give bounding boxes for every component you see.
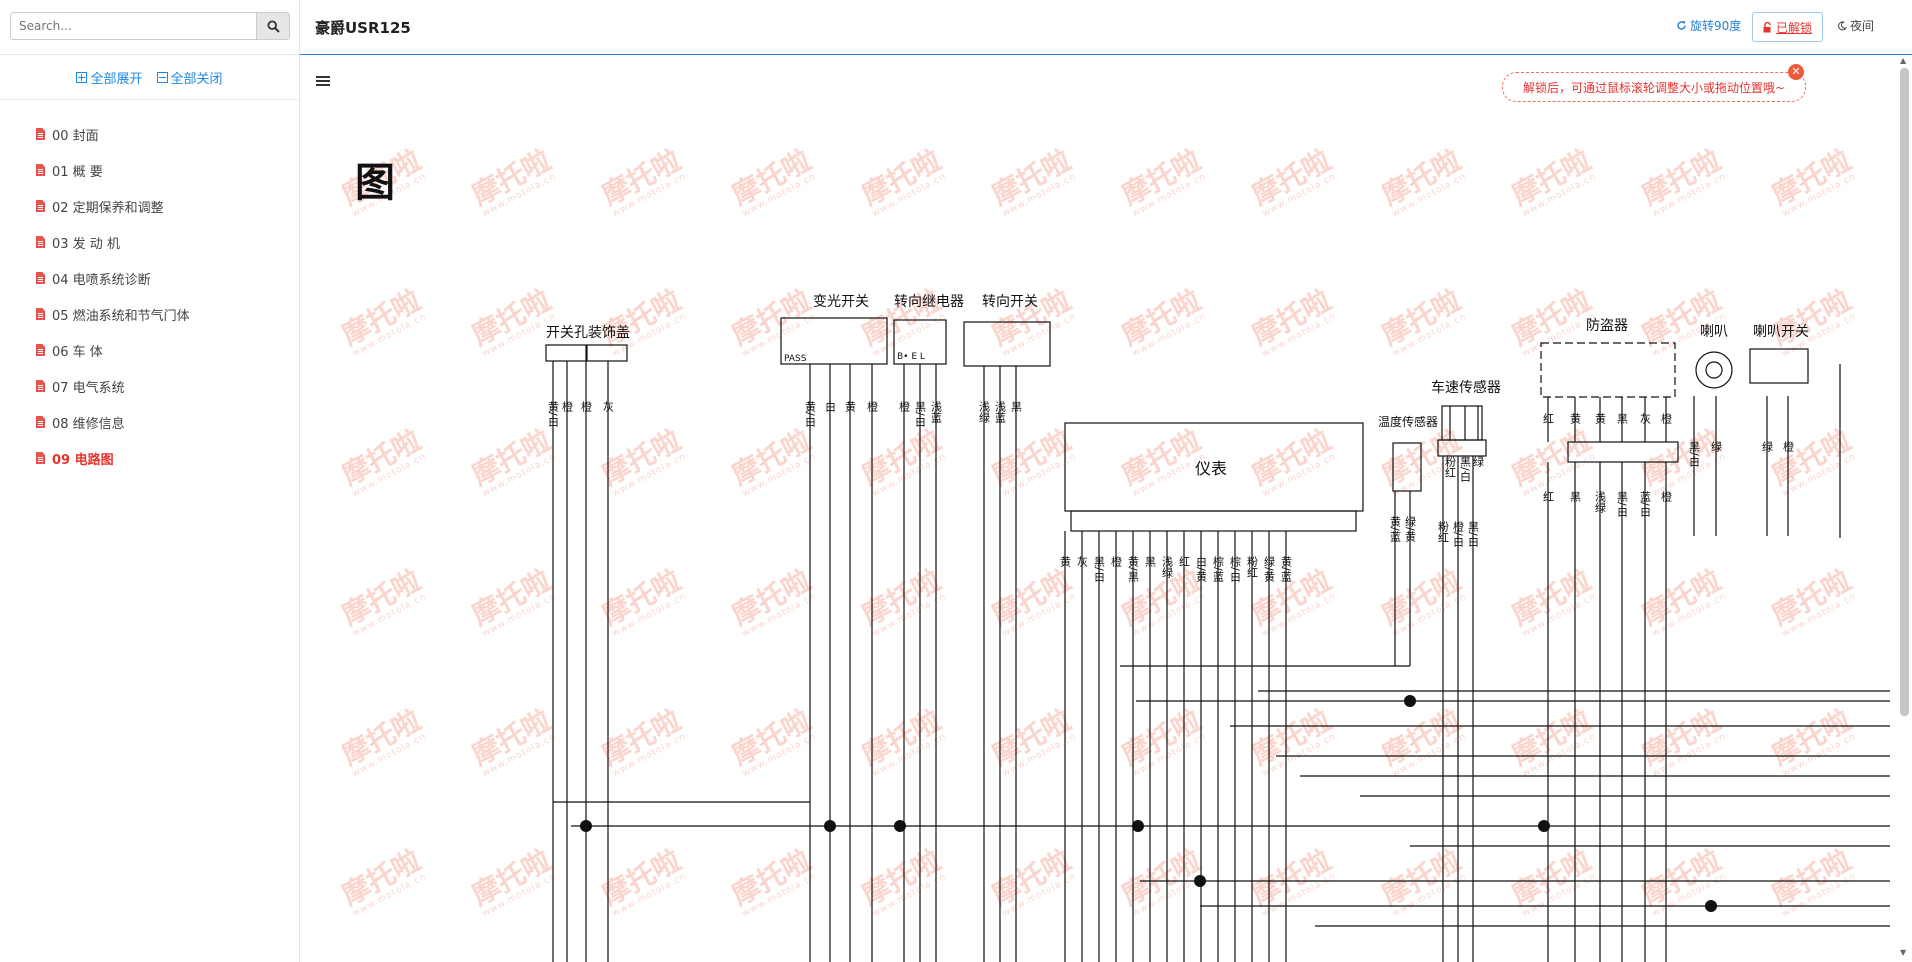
temp-sensor-label: 温度传感器 — [1378, 414, 1438, 429]
pdf-file-icon — [36, 272, 45, 284]
horn-label: 喇叭 — [1700, 324, 1728, 340]
sidebar-item-label: 05 燃油系统和节气门体 — [52, 308, 190, 324]
pdf-file-icon — [36, 200, 45, 212]
junction-node — [1404, 695, 1416, 707]
viewer-header: 豪爵USR125 旋转90度 已解锁 夜间 — [300, 0, 1912, 55]
pdf-file-icon — [36, 308, 45, 320]
expand-all-button[interactable]: 全部展开 — [76, 68, 143, 87]
junction-node — [894, 820, 906, 832]
sidebar-item-02[interactable]: 02 定期保养和调整 — [36, 188, 190, 224]
scroll-down-arrow-icon[interactable]: ▼ — [1900, 948, 1907, 957]
wire-color-label: 黑/白 — [1459, 456, 1472, 482]
gauge-label: 仪表 — [1195, 459, 1227, 478]
relay-pins-label: B• E L — [897, 352, 925, 362]
collapse-all-button[interactable]: 全部关闭 — [156, 68, 223, 87]
pdf-file-icon — [36, 380, 45, 392]
sidebar-item-label: 02 定期保养和调整 — [52, 200, 164, 216]
wire-color-label: 粉红 — [1444, 456, 1457, 478]
rotate-button[interactable]: 旋转90度 — [1676, 17, 1741, 34]
moon-icon — [1838, 20, 1847, 30]
junction-node — [1538, 820, 1550, 832]
minus-square-icon — [156, 71, 168, 83]
pdf-file-icon — [36, 164, 45, 176]
night-mode-button[interactable]: 夜间 — [1837, 17, 1874, 34]
turn-switch-label: 转向开关 — [982, 294, 1038, 310]
search-icon — [266, 19, 280, 33]
unlock-icon — [1763, 21, 1771, 32]
sidebar: 全部展开 全部关闭 00 封面 01 概 要 02 定期保养和调整 03 发 动… — [0, 0, 300, 962]
sidebar-item-08[interactable]: 08 维修信息 — [36, 404, 190, 440]
sidebar-item-label: 06 车 体 — [52, 344, 103, 360]
alarm-label: 防盗器 — [1586, 318, 1628, 334]
junction-node — [1132, 820, 1144, 832]
vertical-scrollbar[interactable] — [1900, 68, 1909, 716]
pdf-file-icon — [36, 128, 45, 140]
sidebar-item-01[interactable]: 01 概 要 — [36, 152, 190, 188]
sidebar-item-label: 07 电气系统 — [52, 380, 125, 396]
speed-sensor-label: 车速传感器 — [1431, 379, 1501, 396]
sidebar-item-label: 08 维修信息 — [52, 416, 125, 432]
horn-switch-label: 喇叭开关 — [1753, 324, 1809, 340]
sidebar-item-label: 04 电喷系统诊断 — [52, 272, 151, 288]
page-heading: 图 — [355, 160, 395, 206]
switch-cover-label: 开关孔装饰盖 — [546, 325, 630, 341]
menu-toggle-icon[interactable] — [316, 76, 330, 88]
search-button[interactable] — [256, 12, 290, 40]
sidebar-item-04[interactable]: 04 电喷系统诊断 — [36, 260, 190, 296]
unlock-tooltip: 解锁后，可通过鼠标滚轮调整大小或拖动位置哦~ — [1502, 72, 1806, 102]
scroll-up-arrow-icon[interactable]: ▲ — [1900, 56, 1907, 65]
search-input[interactable] — [10, 12, 256, 40]
junction-node — [580, 820, 592, 832]
expand-all-label: 全部展开 — [90, 71, 143, 87]
wire-color-label: 绿 — [1472, 455, 1485, 467]
sidebar-item-00[interactable]: 00 封面 — [36, 116, 190, 152]
unlock-button[interactable]: 已解锁 — [1752, 12, 1823, 42]
turn-relay-label: 转向继电器 — [894, 294, 964, 310]
search-box — [10, 12, 290, 42]
rotate-label: 旋转90度 — [1690, 19, 1742, 33]
sidebar-item-03[interactable]: 03 发 动 机 — [36, 224, 190, 260]
pdf-file-icon — [36, 416, 45, 428]
collapse-all-label: 全部关闭 — [170, 71, 223, 87]
sidebar-item-05[interactable]: 05 燃油系统和节气门体 — [36, 296, 190, 332]
pdf-file-icon — [36, 236, 45, 248]
pass-label: PASS — [784, 354, 807, 364]
junction-node — [1705, 900, 1717, 912]
sidebar-item-label: 03 发 动 机 — [52, 236, 120, 252]
junction-node — [1194, 875, 1206, 887]
tooltip-close-button[interactable]: ✕ — [1788, 64, 1804, 80]
plus-square-icon — [76, 71, 88, 83]
sidebar-item-07[interactable]: 07 电气系统 — [36, 368, 190, 404]
pdf-file-icon — [36, 344, 45, 356]
sidebar-item-label: 09 电路图 — [52, 452, 114, 468]
wiring-diagram: 图 开关孔装饰盖 变光开关 转向继电器 转向开关 仪表 温度传感器 车速传感器 … — [355, 160, 1890, 962]
sidebar-item-09[interactable]: 09 电路图 — [36, 440, 190, 476]
sidebar-item-label: 00 封面 — [52, 128, 99, 144]
rotate-icon — [1677, 21, 1686, 30]
junction-node — [824, 820, 836, 832]
dimmer-switch-label: 变光开关 — [813, 294, 869, 310]
pdf-file-icon — [36, 452, 45, 464]
expand-toolbar: 全部展开 全部关闭 — [0, 54, 299, 100]
chapter-menu: 00 封面 01 概 要 02 定期保养和调整 03 发 动 机 04 电喷系统… — [36, 116, 190, 476]
night-mode-label: 夜间 — [1850, 19, 1875, 33]
sidebar-item-label: 01 概 要 — [52, 164, 103, 180]
document-title: 豪爵USR125 — [315, 19, 411, 37]
unlock-label: 已解锁 — [1775, 20, 1812, 35]
sidebar-item-06[interactable]: 06 车 体 — [36, 332, 190, 368]
